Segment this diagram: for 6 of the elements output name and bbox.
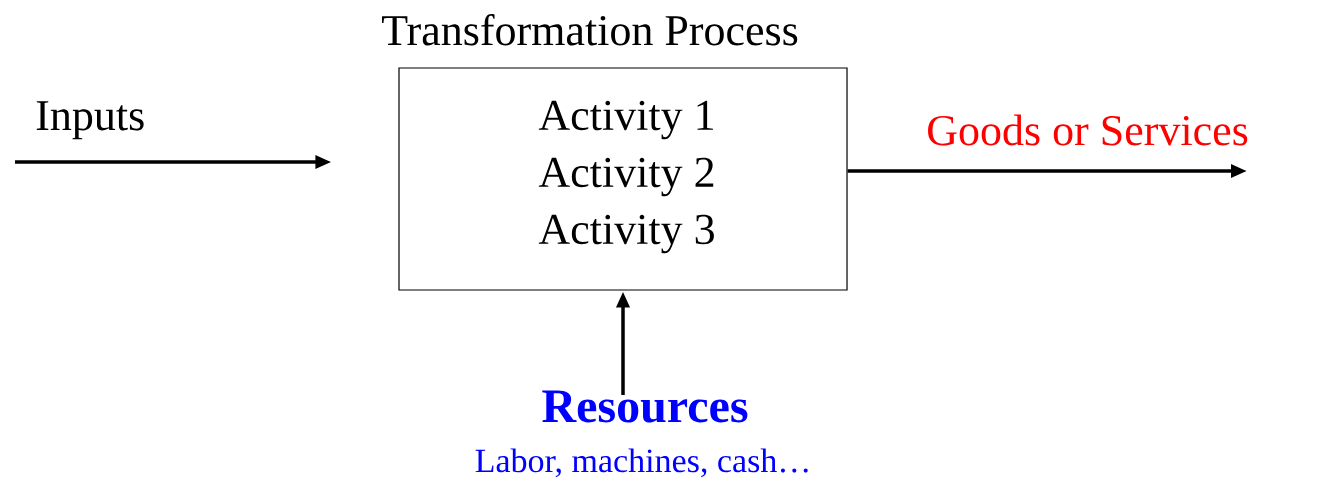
resource-heading: Resources [542, 390, 748, 423]
box-title: Transformation Process [382, 14, 798, 46]
resource-list: Labor, machines, cash… [475, 448, 808, 478]
output-label: Goods or Services [928, 114, 1248, 146]
input-label: Inputs [36, 101, 144, 140]
activity-list: Activity 1 Activity 2 Activity 3 [538, 100, 714, 254]
